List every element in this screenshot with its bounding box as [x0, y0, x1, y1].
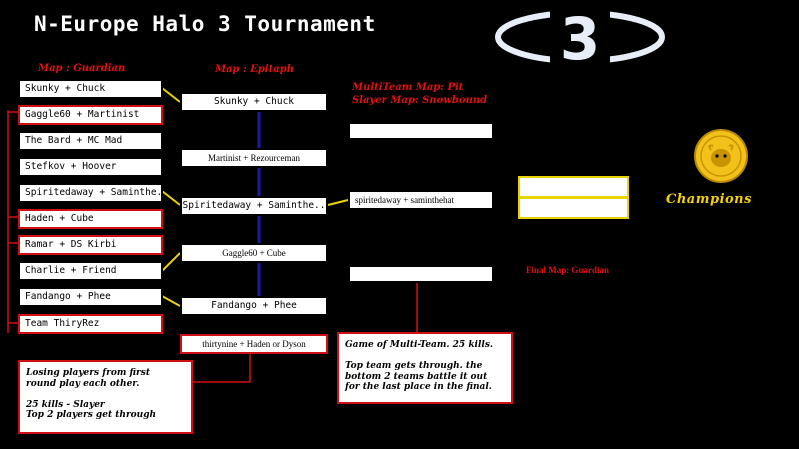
halo3-logo: 3: [495, 5, 665, 70]
r1-slot-9[interactable]: Fandango + Phee: [18, 287, 163, 307]
r1-slot-3[interactable]: The Bard + MC Mad: [18, 131, 163, 151]
r3-slot-3[interactable]: [348, 265, 494, 283]
logo-number: 3: [560, 5, 600, 70]
r3-slot-1[interactable]: [348, 122, 494, 140]
r1-slot-6[interactable]: Haden + Cube: [18, 209, 163, 229]
round3-map-label-2: Slayer Map: Snowbound: [352, 95, 488, 106]
r1-slot-1[interactable]: Skunky + Chuck: [18, 79, 163, 99]
r3-slot-2[interactable]: spiritedaway + saminthehat: [348, 190, 494, 210]
losers-note-line4: Top 2 players get through: [26, 410, 157, 421]
final-slot-2[interactable]: [518, 197, 629, 219]
r2-slot-3[interactable]: Spiritedaway + Saminthe..: [180, 196, 328, 216]
r2-slot-5[interactable]: Fandango + Phee: [180, 296, 328, 316]
round2-map-label: Map : Epitaph: [215, 64, 294, 75]
r1-slot-10[interactable]: Team ThiryRez: [18, 314, 163, 334]
multiteam-note-line1: Game of Multi-Team. 25 kills.: [345, 340, 494, 350]
r2-slot-1[interactable]: Skunky + Chuck: [180, 92, 328, 112]
coin-icon: [694, 129, 748, 183]
losers-note-line3: 25 kills - Slayer: [26, 399, 105, 410]
r1-slot-5[interactable]: Spiritedaway + Saminthe..: [18, 183, 163, 203]
final-slot-1[interactable]: [518, 176, 629, 198]
losers-note-line1: Losing players from first: [26, 368, 151, 378]
r1-slot-4[interactable]: Stefkov + Hoover: [18, 157, 163, 177]
final-map-label: Final Map: Guardian: [526, 265, 610, 275]
round3-map-label-1: MultiTeam Map: Pit: [352, 82, 464, 93]
multiteam-note-line3: bottom 2 teams battle it out: [345, 371, 488, 382]
multiteam-note-line2: Top team gets through. the: [345, 360, 483, 371]
champions-label: Champions: [666, 192, 752, 207]
r2-slot-2[interactable]: Martinist + Rezourceman: [180, 148, 328, 168]
multiteam-note-line4: for the last place in the final.: [345, 382, 492, 393]
r1-slot-2[interactable]: Gaggle60 + Martinist: [18, 105, 163, 125]
r2-slot-6[interactable]: thirtynine + Haden or Dyson: [180, 334, 328, 354]
page-title: N-Europe Halo 3 Tournament: [34, 12, 376, 36]
losers-note-line2: round play each other.: [26, 378, 140, 389]
losers-note: Losing players from first round play eac…: [18, 360, 193, 434]
r2-slot-4[interactable]: Gaggle60 + Cube: [180, 243, 328, 263]
round1-map-label: Map : Guardian: [38, 63, 126, 74]
r1-slot-7[interactable]: Ramar + DS Kirbi: [18, 235, 163, 255]
r1-slot-8[interactable]: Charlie + Friend: [18, 261, 163, 281]
multiteam-note: Game of Multi-Team. 25 kills. Top team g…: [337, 332, 513, 404]
